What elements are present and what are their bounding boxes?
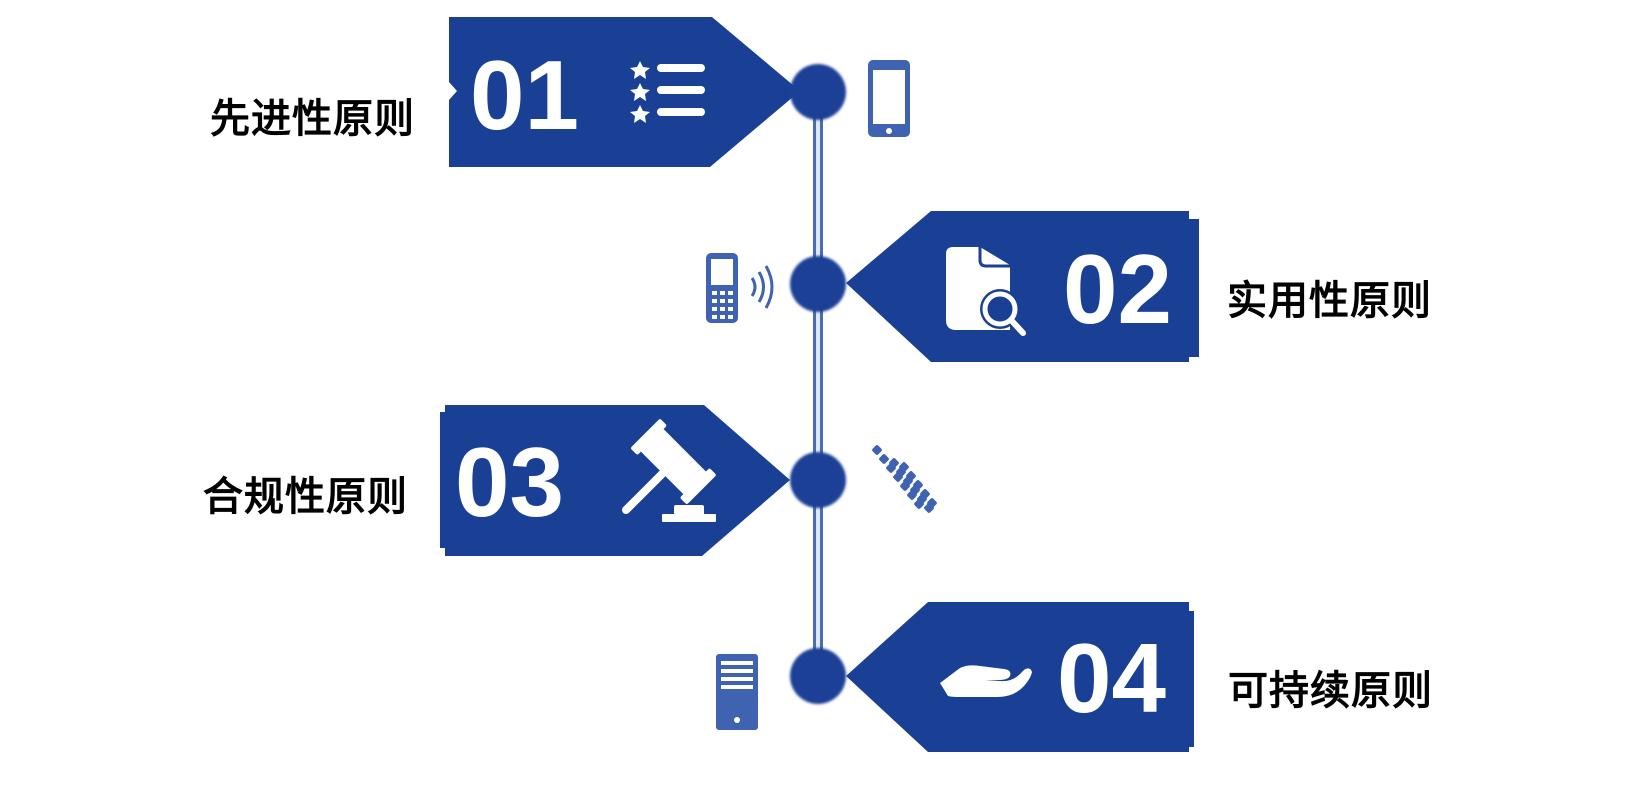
tag-number-01: 01: [470, 40, 580, 150]
tag-number-02: 02: [1063, 234, 1173, 344]
tag-number-03: 03: [455, 427, 565, 537]
server-icon: [716, 654, 758, 730]
dot-pattern-square: [907, 490, 917, 500]
document-search-icon: [946, 247, 1026, 336]
tag-01: [449, 17, 800, 167]
dot-pattern-square: [914, 499, 924, 509]
label-04: 可持续原则: [1228, 668, 1433, 714]
dots-pattern-icon: [872, 445, 937, 513]
timeline-dot-03: [790, 452, 846, 508]
tag-02: [846, 211, 1199, 362]
label-03: 合规性原则: [203, 474, 408, 520]
dot-pattern-square: [900, 481, 910, 491]
label-02: 实用性原则: [1227, 278, 1432, 324]
dot-pattern-square: [886, 463, 896, 473]
open-hand-icon: [940, 665, 1032, 697]
list-stars-icon: [630, 61, 705, 123]
dot-pattern-square: [924, 503, 934, 513]
timeline-dot-01: [790, 64, 846, 120]
dot-pattern-square: [879, 454, 889, 464]
cellphone-signal-icon: [706, 253, 774, 323]
smartphone-icon: [868, 60, 910, 137]
dot-pattern-square: [893, 472, 903, 482]
dot-pattern-square: [872, 445, 882, 455]
tag-number-04: 04: [1057, 623, 1167, 733]
timeline-dot-02: [790, 256, 846, 312]
label-01: 先进性原则: [210, 96, 415, 142]
gavel-icon: [622, 419, 716, 522]
timeline-dot-04: [790, 648, 846, 704]
